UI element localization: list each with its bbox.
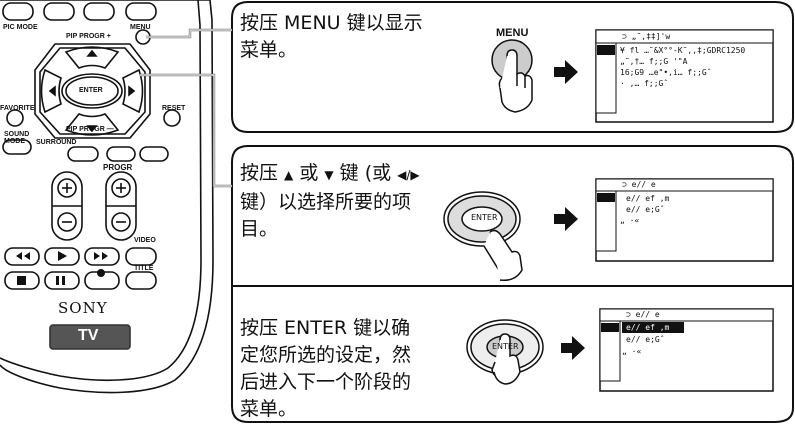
osd-screen-3 [599,308,774,392]
surround-label: SURROUND [36,139,77,146]
dpad-down[interactable] [64,113,120,136]
top-button-3[interactable] [83,2,115,21]
favorite-label: FAVORITE [0,105,35,112]
arrow-right-icon-1 [554,60,578,84]
dpad-ring [39,47,146,135]
title-button[interactable] [125,271,157,290]
up-arrow-glyph: ▲ [284,168,294,182]
osd3-line2: e// e;Gˆ [626,335,665,344]
program-up-circle[interactable] [111,178,131,198]
play-icon [58,251,67,261]
menu-button-caption: MENU [496,27,529,39]
osd-highlight-row [622,322,684,333]
pic-mode-label: PIC MODE [3,24,38,31]
fast-forward-icon [94,252,100,260]
volume-down-circle[interactable] [57,212,77,232]
favorite-button[interactable] [6,109,24,127]
stop-button[interactable] [4,271,40,290]
sleep-button[interactable] [106,146,136,162]
timer-button[interactable] [139,146,169,162]
sony-logo: SONY [58,299,108,317]
play-button[interactable] [44,247,80,266]
dpad-right[interactable] [122,68,144,114]
tv-badge [49,324,131,350]
arrow-right-icon-2 [554,207,578,231]
step2-3-panel [231,145,794,423]
osd1-title: ⊃ „˜,‡‡]'w [622,32,671,41]
osd2-line1: e// ef ,m [626,194,670,203]
rewind-icon [16,252,22,260]
osd-screen-1 [595,29,774,123]
down-arrow-glyph: ▼ [324,168,334,182]
tv-label: TV [78,327,99,344]
enter-button-remote[interactable] [61,73,123,109]
video-power-button[interactable] [125,247,157,266]
osd-icon-picture [597,45,615,55]
osd1-line1: ¥ fl …˜&X°°-K˜‚,‡;GDRC1250 [620,46,746,55]
pause-button[interactable] [44,271,80,290]
enter-label-step2: ENTER [471,213,498,222]
menu-label-remote: MENU [130,24,151,31]
osd2-line3: „ ·« [620,216,640,225]
pip-prog-minus-label: PIP PROGR — [66,126,114,133]
pause-icon [56,276,59,285]
up-arrow-icon [86,49,98,57]
title-label: TITLE [134,265,154,272]
osd3-line3: „ ·« [622,347,642,356]
down-arrow-icon [86,125,98,133]
remote-control [0,0,214,394]
menu-button-remote[interactable] [125,2,157,21]
top-button-2[interactable] [43,2,75,21]
dpad-left[interactable] [40,68,62,114]
sound-mode-label: SOUND MODE [4,131,30,145]
osd3-line1: e// ef ,m [626,323,670,332]
stop-icon [17,276,26,285]
sound-mode-button[interactable] [2,139,32,155]
forward-button[interactable] [84,247,120,266]
volume-up-circle[interactable] [57,178,77,198]
left-arrow-icon [48,85,56,97]
enter-button-inner [65,76,119,106]
surround-button[interactable] [67,146,99,162]
rewind-button[interactable] [4,247,40,266]
reset-button[interactable] [163,109,181,127]
step2-illustration [443,191,523,282]
step1-panel [231,1,794,133]
enter-label-remote: ENTER [79,87,103,94]
osd1-line2: „˜,†… f;;G '"A [620,57,688,66]
reset-label: RESET [162,105,186,112]
right-arrow-icon [128,85,136,97]
step3-illustration [466,319,544,385]
step2-instruction: 按压 ▲ 或 ▼ 键 (或 ◀/▶ 键）以选择所要的项 目。 [240,162,420,240]
record-icon [97,269,105,277]
arrow-right-icon-3 [561,336,585,360]
remote-inner-outline [0,0,202,382]
dpad-up[interactable] [64,46,120,69]
osd2-title: ⊃ e// e [622,180,656,189]
step1-illustration [491,39,533,113]
step1-instruction: 按压 MENU 键以显示 菜单。 [240,12,423,61]
osd3-title: ⊃ e// e [626,310,660,319]
enter-button-step2[interactable] [461,206,503,232]
enter-label-step3: ENTER [492,342,519,351]
osd1-line4: · ,… f;;Gˆ [620,79,669,88]
pic-mode-button[interactable] [2,2,34,21]
step3-instruction: 按压 ENTER 键以确 定您所选的设定，然 后进入下一个阶段的 菜单。 [240,317,412,420]
video-label: VIDEO [134,237,156,244]
osd2-line2: e// e;Gˆ [626,205,665,214]
progr-label: PROGR [103,163,133,172]
osd1-line3: 16;G9 …e"•,i… f;;Gˆ [620,68,712,77]
left-right-arrow-glyph: ◀/▶ [397,168,420,182]
osd-screen-2 [595,178,774,262]
pip-prog-plus-label: PIP PROGR + [66,33,111,40]
dpad-outer [34,43,151,139]
program-down-circle[interactable] [111,212,131,232]
